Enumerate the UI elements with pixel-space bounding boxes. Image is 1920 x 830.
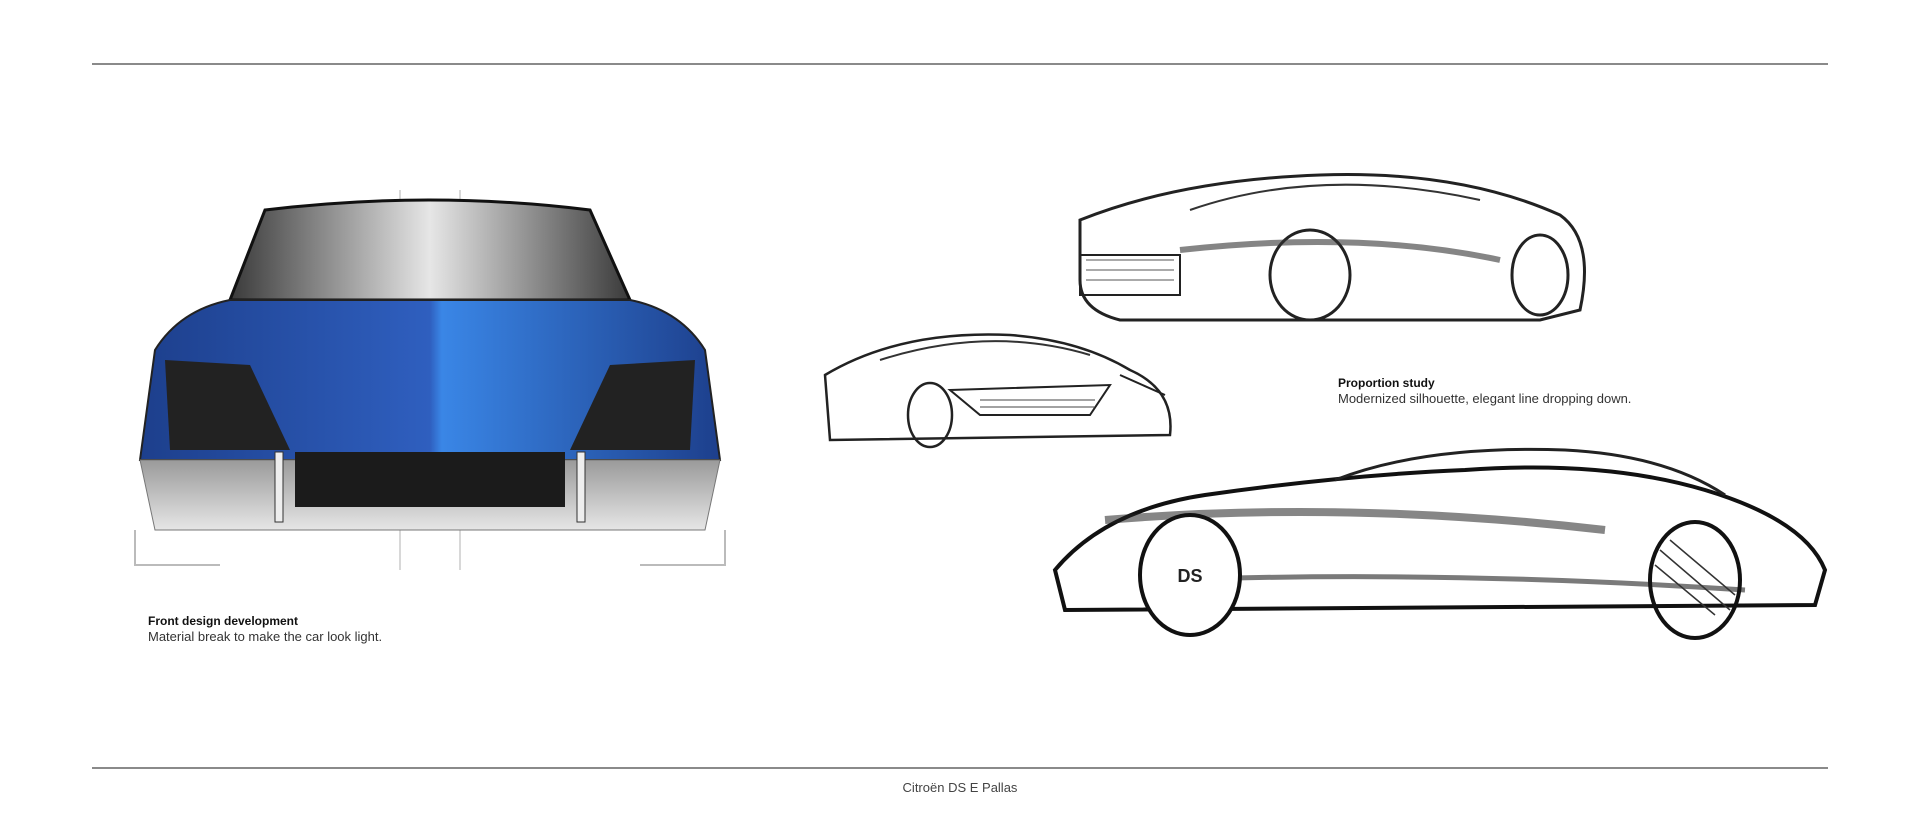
sketch-three-quarter-top [1078, 173, 1586, 322]
front-car-rendering [134, 190, 726, 570]
sketch-three-quarter-small [823, 333, 1172, 449]
bottom-divider [92, 767, 1828, 769]
proportion-study-caption: Proportion study Modernized silhouette, … [1338, 376, 1631, 406]
wheel-ds-badge: DS [1177, 566, 1202, 586]
sketch-side-profile: DS [1052, 447, 1828, 640]
front-design-caption: Front design development Material break … [148, 614, 382, 644]
caption-title: Proportion study [1338, 376, 1435, 390]
top-divider [92, 63, 1828, 65]
caption-text: Modernized silhouette, elegant line drop… [1338, 391, 1632, 406]
footer-title: Citroën DS E Pallas [902, 780, 1018, 795]
caption-title: Front design development [148, 614, 299, 628]
caption-text: Material break to make the car look ligh… [148, 629, 383, 644]
